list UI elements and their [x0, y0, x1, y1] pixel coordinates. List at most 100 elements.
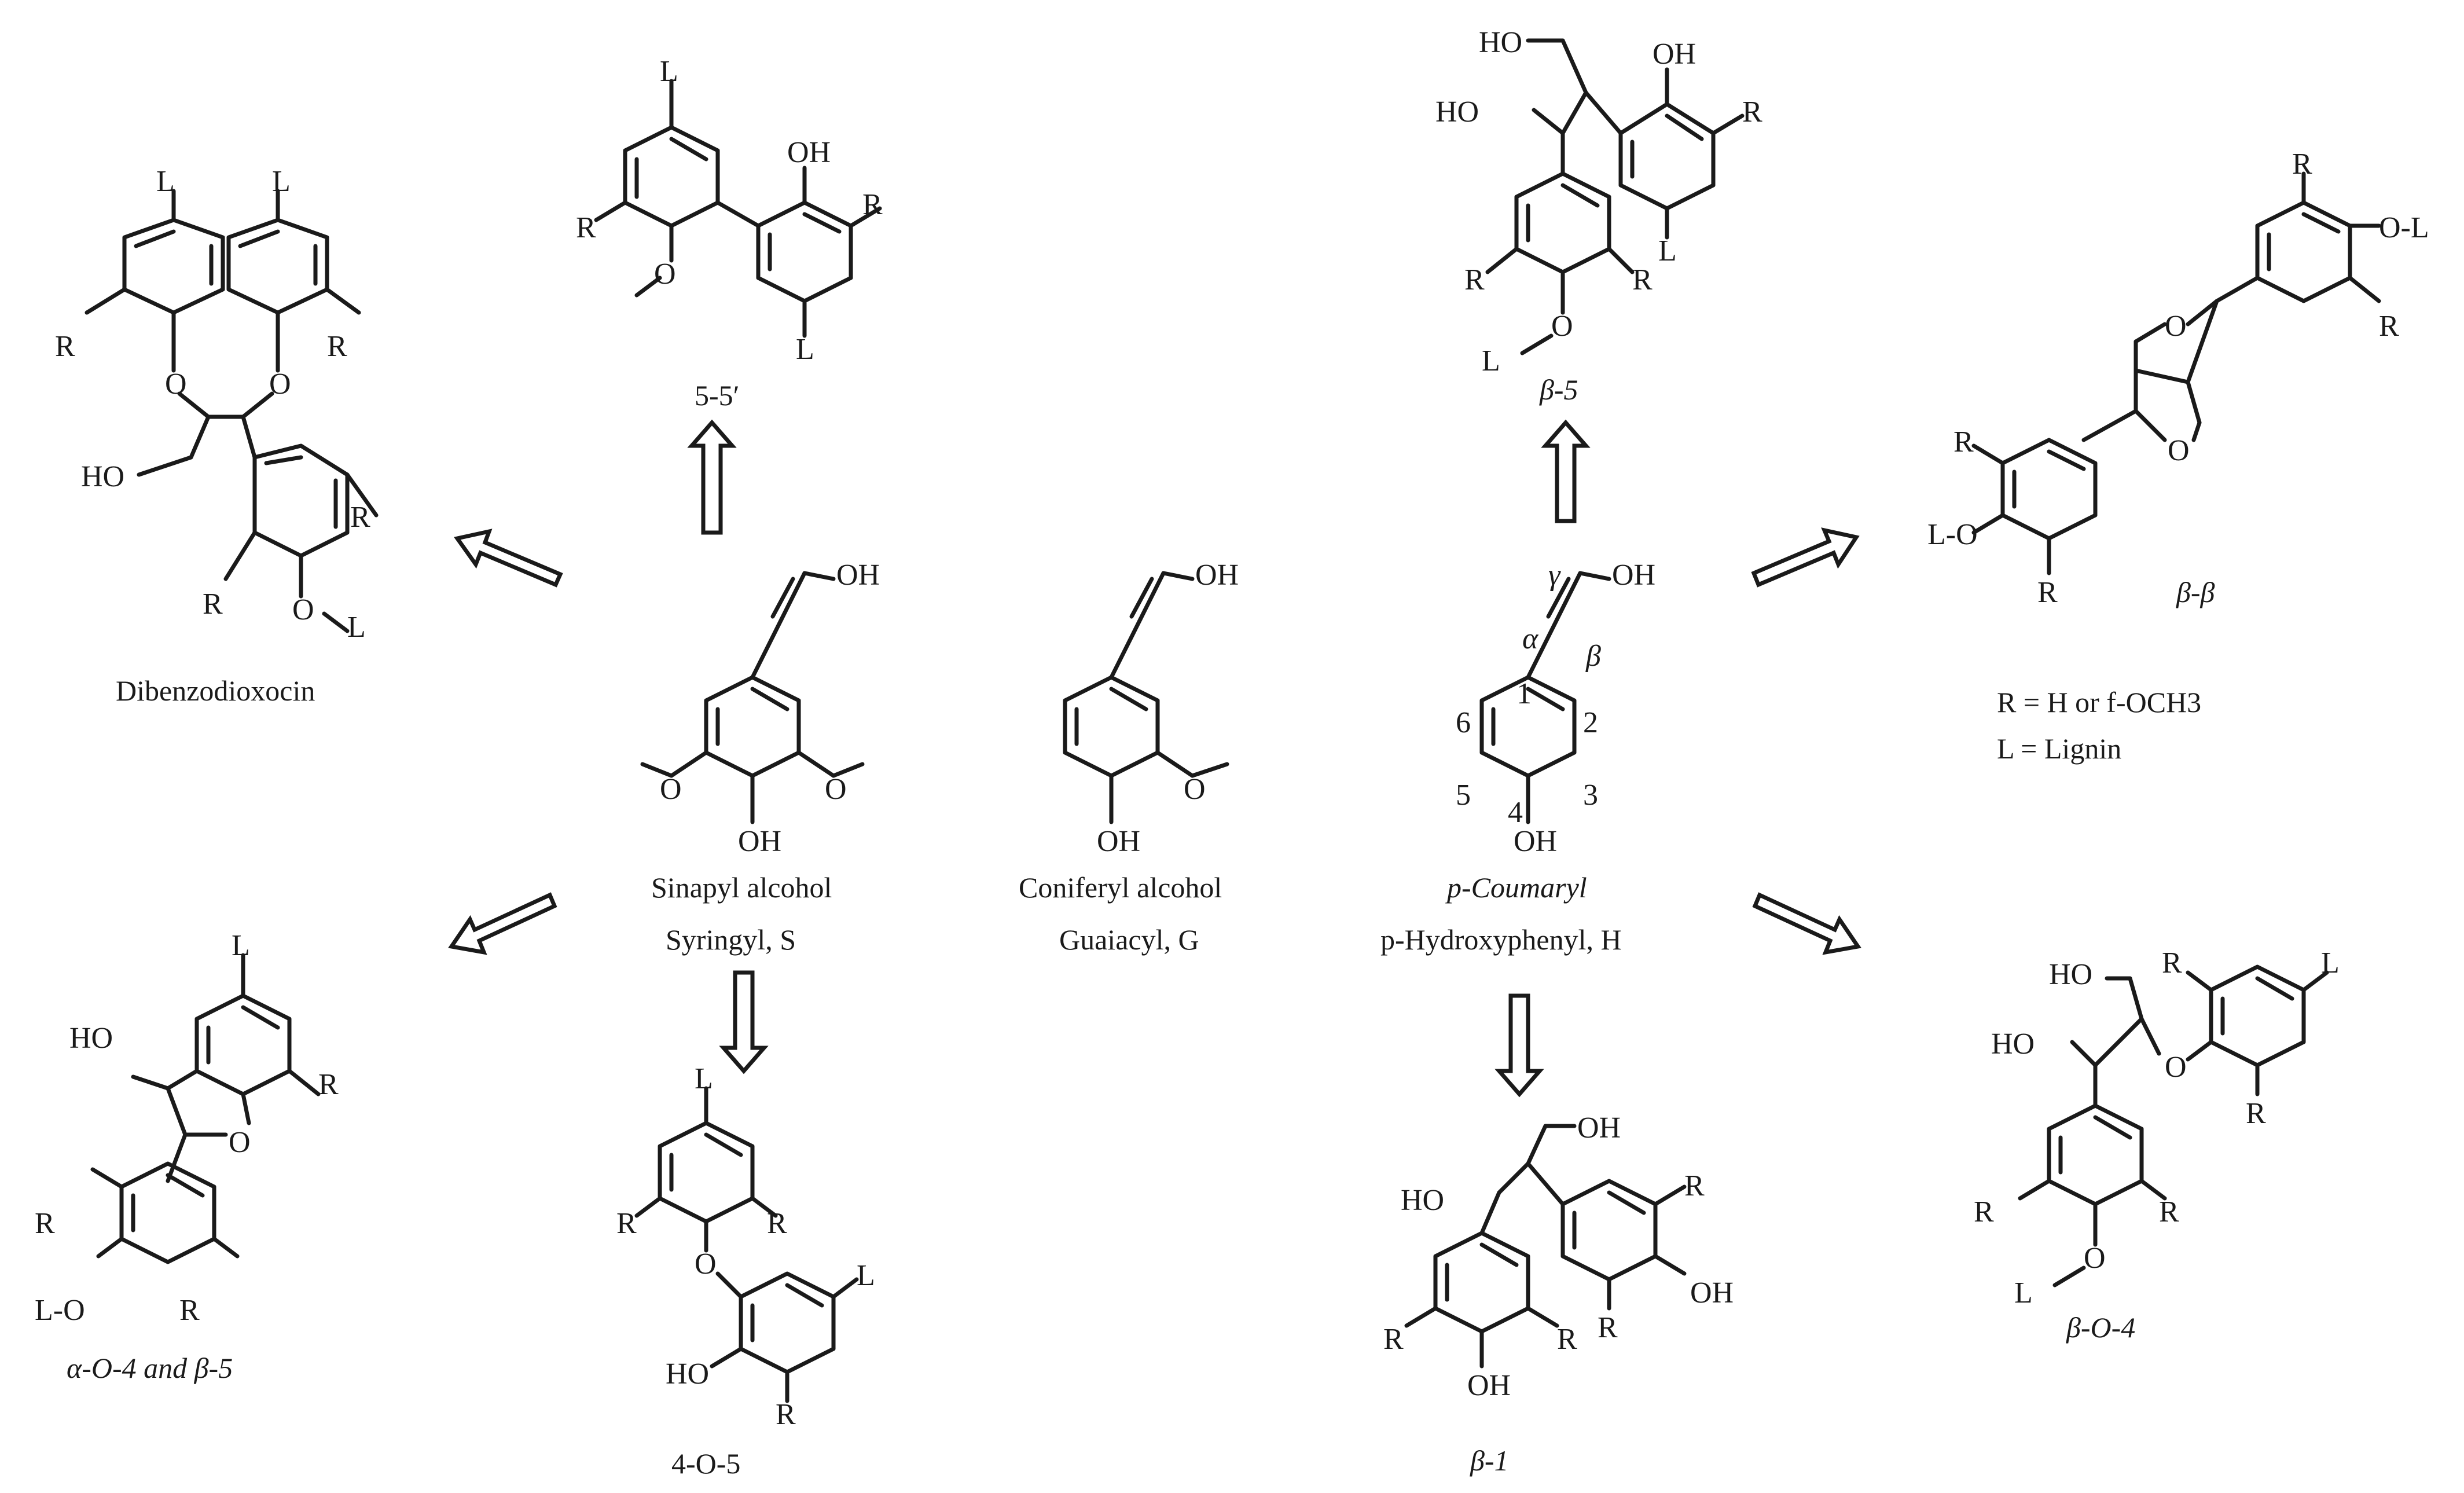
beta1-r-right: R: [1557, 1323, 1577, 1356]
coumaryl-gamma: γ: [1548, 559, 1561, 592]
betabeta-o-top: O: [2165, 310, 2187, 343]
four-o5-r-right: R: [767, 1207, 787, 1240]
label-coumaryl: p-Coumaryl: [1445, 871, 1587, 904]
dibenzodioxocin-r-left: R: [55, 330, 75, 363]
dibenzodioxocin-r-right: R: [327, 330, 347, 363]
alpha-o4-o: O: [229, 1126, 251, 1159]
arrow-to-beta1: [1494, 993, 1544, 1098]
betabeta-o-l: O-L: [2379, 211, 2429, 244]
coumaryl-n3: 3: [1583, 779, 1598, 812]
label-coniferyl: Coniferyl alcohol: [1019, 871, 1222, 904]
coumaryl-structure: OH γ α β 1 2 3 4 5 6 OH p-Coumaryl p-Hyd…: [1380, 559, 1655, 956]
beta1-oh-top: OH: [1577, 1112, 1621, 1144]
dibenzodioxocin-structure: L L R R O O HO R R O L Dibenzodioxocin: [55, 165, 379, 707]
coniferyl-o: O: [1184, 773, 1206, 806]
betabeta-r-top: R: [2292, 148, 2312, 181]
beta5-l: L: [1658, 234, 1677, 267]
arrow-to-dibenzodioxocin: [454, 529, 563, 588]
beta-o4-r-right: R: [2159, 1195, 2179, 1228]
beta-o4-ho-top: HO: [2049, 958, 2092, 991]
dibenzodioxocin-r-ring: R: [350, 501, 370, 534]
beta1-oh-bottom: OH: [1467, 1369, 1511, 1402]
dibenzodioxocin-o-left: O: [165, 368, 187, 401]
beta-o4-r-left: R: [1974, 1195, 1994, 1228]
betabeta-structure: R O-L R O O R L-O R β-β: [1927, 148, 2429, 609]
dibenzodioxocin-l-left: L: [156, 165, 175, 198]
coumaryl-n4: 4: [1508, 796, 1523, 829]
alpha-o4-ho: HO: [69, 1022, 113, 1055]
beta-o4-r-ring: R: [2246, 1097, 2266, 1130]
legend-r: R = H or f-OCH3: [1997, 686, 2201, 718]
beta-o4-structure: HO R L HO O R R R O L β-O-4: [1974, 947, 2340, 1344]
label-sinapyl: Sinapyl alcohol: [651, 871, 832, 904]
alpha-o4-structure: L HO R O R L-O R α-O-4 and β-5: [35, 929, 339, 1384]
coumaryl-n6: 6: [1456, 706, 1471, 739]
arrow-to-betabeta: [1751, 527, 1860, 588]
sinapyl-o-left: O: [660, 773, 682, 806]
five-five-r-right: R: [862, 188, 883, 221]
label-five-five: 5-5′: [695, 379, 740, 412]
beta1-ho: HO: [1401, 1184, 1444, 1217]
four-o5-r-bottom: R: [776, 1398, 796, 1431]
coumaryl-beta: β: [1585, 640, 1601, 673]
dibenzodioxocin-ho: HO: [81, 460, 124, 493]
beta5-structure: HO OH HO R L R R O L β-5: [1435, 26, 1762, 406]
beta1-r-left: R: [1383, 1323, 1404, 1356]
label-beta5: β-5: [1539, 373, 1578, 406]
sinapyl-oh-top: OH: [836, 559, 880, 592]
four-o5-l-right: L: [857, 1259, 875, 1292]
sinapyl-o-right: O: [825, 773, 847, 806]
alpha-o4-l-o: L-O: [35, 1294, 85, 1327]
beta5-ho-top: HO: [1479, 26, 1522, 59]
dibenzodioxocin-o-l: O: [292, 593, 314, 626]
beta5-ho-mid: HO: [1435, 96, 1479, 129]
betabeta-l-o: L-O: [1927, 518, 1978, 551]
label-guaiacyl: Guaiacyl, G: [1059, 923, 1199, 956]
legend-l: L = Lignin: [1997, 732, 2121, 765]
alpha-o4-r-left: R: [35, 1207, 55, 1240]
arrow-to-beta5: [1541, 419, 1591, 523]
label-beta-o4: β-O-4: [2066, 1311, 2135, 1344]
alpha-o4-r-right: R: [179, 1294, 200, 1327]
dibenzodioxocin-l-right: L: [272, 165, 291, 198]
betabeta-r-left: R: [1953, 425, 1974, 458]
beta-o4-l-bottom: L: [2014, 1276, 2033, 1309]
sinapyl-oh-bottom: OH: [738, 825, 781, 858]
four-o5-structure: L R R O L HO R 4-O-5: [616, 1062, 875, 1480]
coniferyl-oh-top: OH: [1195, 559, 1239, 592]
alpha-o4-r-top: R: [318, 1068, 339, 1101]
beta-o4-l: L: [2321, 947, 2340, 980]
beta1-r-upper: R: [1684, 1169, 1705, 1202]
beta5-o: O: [1551, 310, 1573, 343]
coumaryl-n1: 1: [1516, 677, 1532, 710]
beta-o4-r-top: R: [2162, 947, 2182, 980]
dibenzodioxocin-r-lower: R: [203, 588, 223, 621]
label-dibenzodioxocin: Dibenzodioxocin: [116, 674, 315, 707]
five-five-structure: L OH R R O L 5-5′: [576, 55, 883, 412]
beta1-oh-right: OH: [1690, 1276, 1734, 1309]
arrow-to-five-five: [687, 419, 737, 535]
dibenzodioxocin-o-right: O: [269, 368, 291, 401]
coumaryl-n2: 2: [1583, 706, 1598, 739]
coniferyl-structure: OH O OH Coniferyl alcohol Guaiacyl, G: [1019, 559, 1239, 956]
coumaryl-oh-bottom: OH: [1514, 825, 1557, 858]
arrow-to-beta-o4: [1752, 892, 1861, 955]
four-o5-l-top: L: [695, 1062, 713, 1095]
coniferyl-oh-bottom: OH: [1097, 825, 1140, 858]
five-five-oh: OH: [787, 136, 831, 169]
label-four-o5: 4-O-5: [671, 1447, 740, 1480]
alpha-o4-l: L: [232, 929, 250, 962]
four-o5-r-left: R: [616, 1207, 637, 1240]
beta1-r-lower: R: [1598, 1311, 1618, 1344]
beta5-r-left: R: [1464, 263, 1485, 296]
beta5-oh: OH: [1653, 38, 1696, 71]
betabeta-o-bottom: O: [2168, 434, 2190, 467]
beta-o4-o: O: [2165, 1051, 2187, 1084]
five-five-l-top: L: [660, 55, 678, 88]
five-five-r-left: R: [576, 211, 596, 244]
five-five-o: O: [654, 258, 676, 291]
betabeta-r-right: R: [2379, 310, 2399, 343]
coumaryl-n5: 5: [1456, 779, 1471, 812]
arrow-to-four-o5: [719, 970, 769, 1074]
